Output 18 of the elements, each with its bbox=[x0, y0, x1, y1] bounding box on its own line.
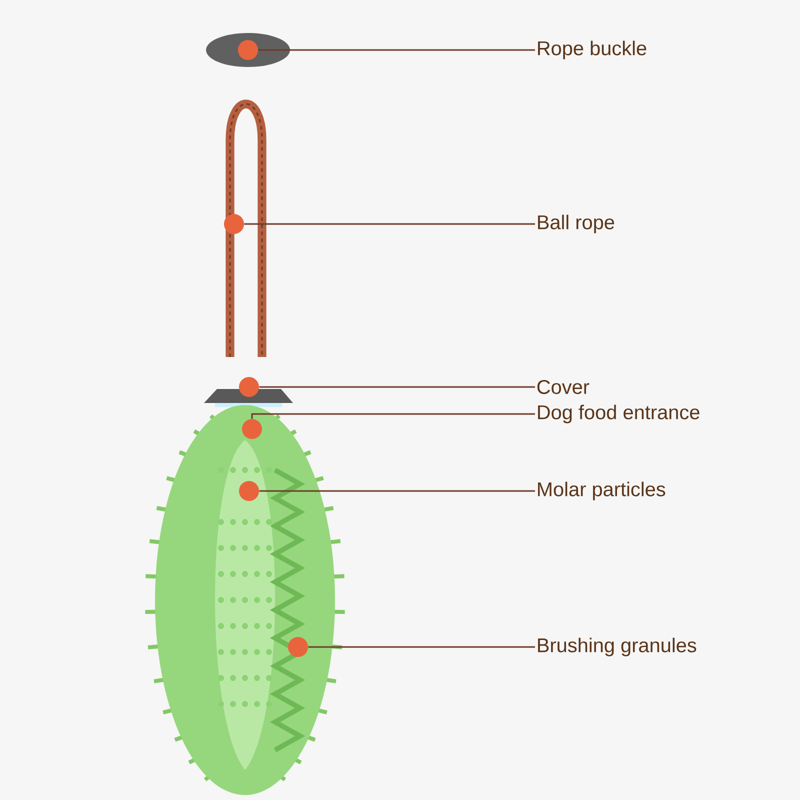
leader-line bbox=[258, 49, 535, 51]
leader-line bbox=[251, 413, 535, 419]
leader-line bbox=[259, 490, 535, 492]
leader-line bbox=[308, 646, 535, 648]
leader-line bbox=[259, 386, 535, 388]
part-label: Rope buckle bbox=[538, 40, 646, 60]
part-label: Cover bbox=[537, 380, 590, 394]
marker-dot bbox=[239, 481, 259, 501]
part-label: Dog food entrance bbox=[538, 404, 700, 424]
marker-dot bbox=[288, 637, 308, 657]
marker-dot bbox=[224, 214, 244, 234]
marker-dot bbox=[238, 40, 258, 60]
leader-line bbox=[244, 223, 535, 225]
part-label: Ball rope bbox=[538, 214, 614, 234]
marker-dot bbox=[242, 419, 262, 439]
part-label: Molar particles bbox=[538, 482, 666, 500]
part-label: Brushing granules bbox=[538, 638, 696, 656]
marker-dot bbox=[239, 377, 259, 397]
